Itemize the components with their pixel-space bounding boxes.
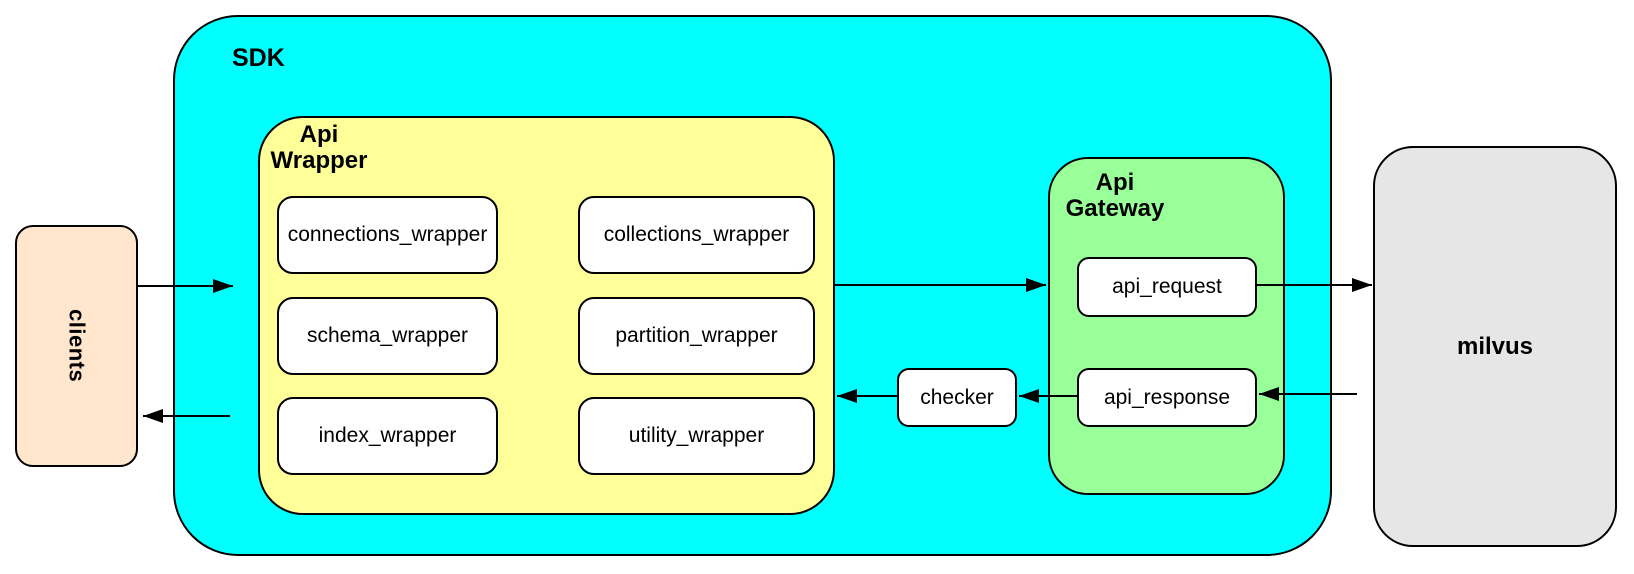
api-gateway-label-line2: Gateway bbox=[1065, 195, 1165, 222]
api-wrapper-label: Api Wrapper bbox=[262, 122, 376, 174]
api-gateway-container: Api Gateway api_request api_response bbox=[1048, 157, 1285, 495]
node-index-wrapper: index_wrapper bbox=[277, 397, 498, 475]
api-gateway-label: Api Gateway bbox=[1055, 170, 1175, 222]
milvus-label: milvus bbox=[1456, 332, 1534, 360]
node-partition-wrapper-label: partition_wrapper bbox=[615, 324, 778, 347]
node-collections-wrapper-label: collections_wrapper bbox=[603, 223, 790, 246]
api-wrapper-label-line1: Api bbox=[299, 121, 339, 148]
sdk-container: SDK Api Wrapper connections_wrapper coll… bbox=[173, 15, 1332, 556]
milvus-node: milvus bbox=[1373, 146, 1617, 547]
api-gateway-label-line1: Api bbox=[1095, 169, 1135, 196]
node-api-request: api_request bbox=[1077, 257, 1257, 317]
node-schema-wrapper-label: schema_wrapper bbox=[306, 324, 469, 347]
node-partition-wrapper: partition_wrapper bbox=[578, 297, 815, 375]
clients-label: clients bbox=[64, 309, 90, 383]
node-api-response: api_response bbox=[1077, 368, 1257, 427]
node-api-response-label: api_response bbox=[1103, 385, 1231, 409]
node-index-wrapper-label: index_wrapper bbox=[318, 424, 457, 447]
node-schema-wrapper: schema_wrapper bbox=[277, 297, 498, 375]
node-checker: checker bbox=[897, 368, 1017, 427]
api-wrapper-container: Api Wrapper connections_wrapper collecti… bbox=[258, 116, 835, 515]
node-connections-wrapper: connections_wrapper bbox=[277, 196, 498, 274]
node-api-request-label: api_request bbox=[1112, 275, 1222, 298]
node-utility-wrapper-label: utility_wrapper bbox=[628, 424, 765, 447]
node-checker-label: checker bbox=[920, 385, 994, 409]
node-connections-wrapper-label: connections_wrapper bbox=[287, 223, 488, 246]
api-wrapper-label-line2: Wrapper bbox=[270, 147, 368, 174]
node-utility-wrapper: utility_wrapper bbox=[578, 397, 815, 475]
sdk-label: SDK bbox=[232, 44, 285, 72]
node-collections-wrapper: collections_wrapper bbox=[578, 196, 815, 274]
clients-node: clients bbox=[15, 225, 138, 467]
